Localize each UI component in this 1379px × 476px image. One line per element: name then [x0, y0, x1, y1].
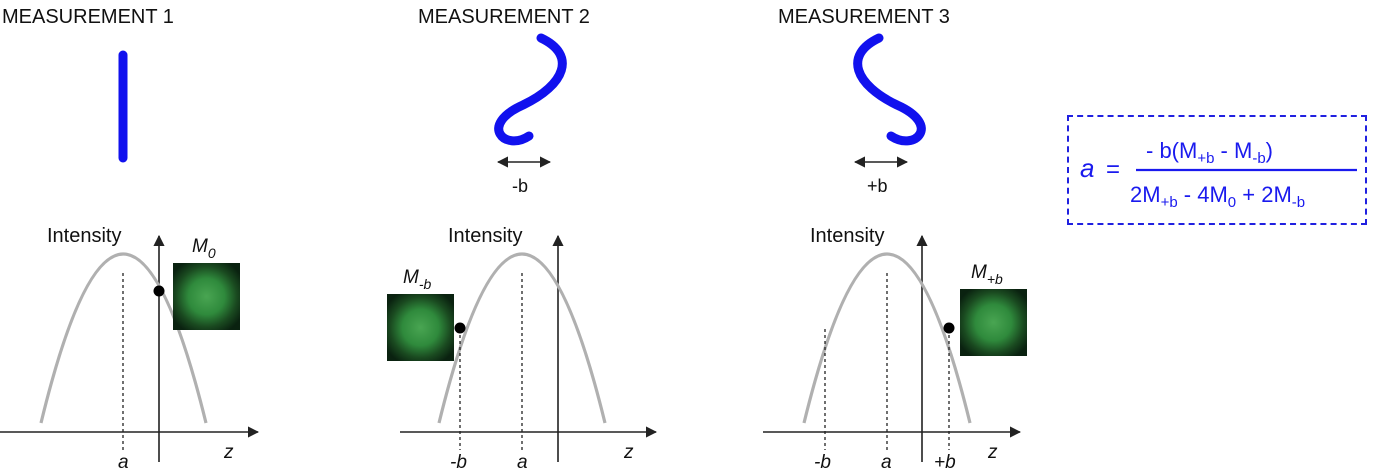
a-tick-label: a	[517, 452, 528, 473]
formula-equals: =	[1106, 156, 1120, 183]
wire-s-curve	[494, 33, 567, 146]
wire-s-curve-mirrored	[853, 33, 926, 146]
intensity-curve	[802, 252, 972, 424]
spot-label: M+b	[971, 262, 1003, 287]
measurement-point	[153, 285, 165, 297]
formula-denominator: 2M+b - 4M0 + 2M-b	[1130, 182, 1305, 211]
minus-b-tick-label: -b	[450, 452, 467, 473]
panel-measurement-3: MEASUREMENT 3 +b Intensity M+b -b a +b z	[763, 6, 1027, 473]
z-axis-label: z	[623, 442, 634, 463]
shift-label: -b	[512, 176, 528, 196]
panel-measurement-1: MEASUREMENT 1 Intensity M0 a z	[0, 6, 260, 473]
intensity-axis-label: Intensity	[448, 225, 522, 247]
a-tick-label: a	[881, 452, 892, 473]
spot-image	[173, 263, 240, 330]
spot-label: M0	[192, 236, 216, 261]
z-axis-label: z	[223, 442, 234, 463]
minus-b-tick-label: -b	[814, 452, 831, 473]
intensity-axis-label: Intensity	[47, 225, 121, 247]
a-tick-label: a	[118, 452, 129, 473]
panel-title: MEASUREMENT 1	[2, 6, 174, 28]
z-axis-label: z	[987, 442, 998, 463]
intensity-curve	[437, 252, 607, 424]
intensity-curve	[39, 252, 208, 424]
shift-label: +b	[867, 176, 888, 196]
formula-numerator: - b(M+b - M-b)	[1146, 138, 1273, 167]
measurement-point	[943, 322, 955, 334]
panel-title: MEASUREMENT 3	[778, 6, 950, 28]
spot-image	[960, 289, 1027, 356]
spot-label: M-b	[403, 267, 431, 292]
measurement-point	[454, 322, 466, 334]
spot-image	[387, 294, 454, 361]
plus-b-tick-label: +b	[934, 452, 956, 473]
panel-title: MEASUREMENT 2	[418, 6, 590, 28]
panel-measurement-2: MEASUREMENT 2 -b Intensity M-b -b a z	[387, 6, 658, 473]
formula-box	[1067, 115, 1367, 225]
formula-lhs: a	[1080, 153, 1094, 183]
intensity-axis-label: Intensity	[810, 225, 884, 247]
formula: a = - b(M+b - M-b) 2M+b - 4M0 + 2M-b	[1080, 138, 1357, 211]
